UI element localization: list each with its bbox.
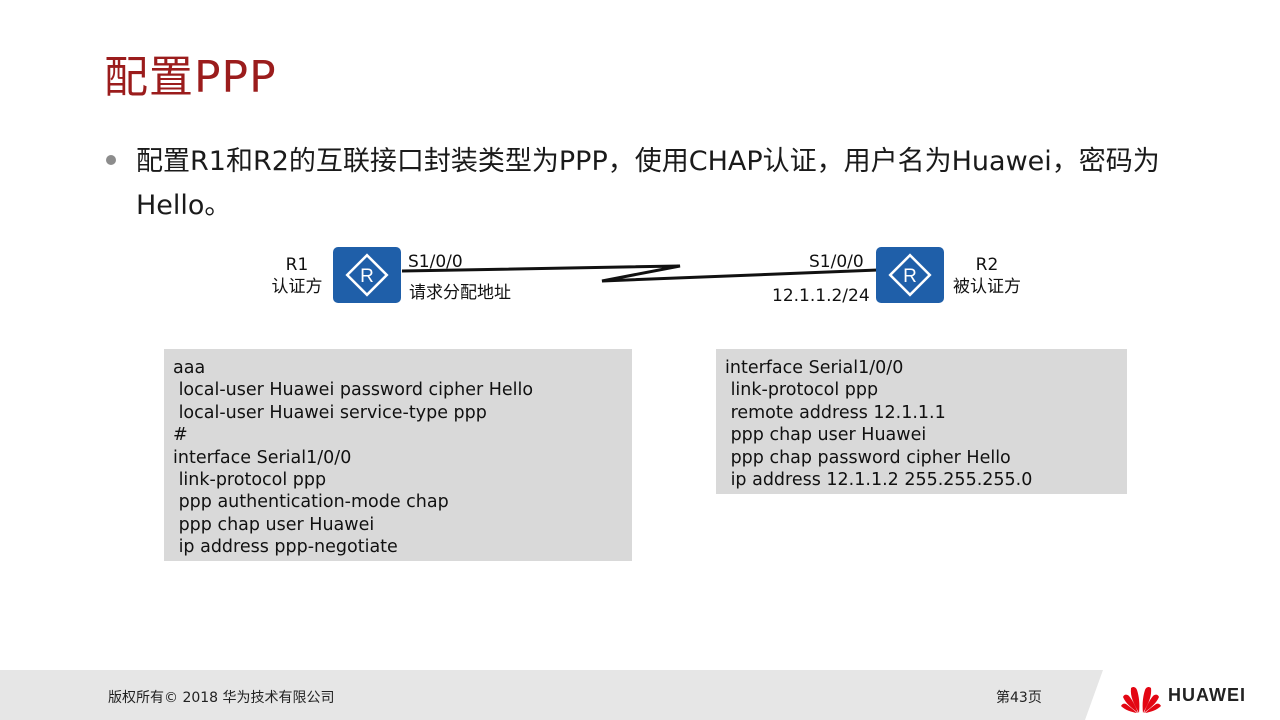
- r1-note: 请求分配地址: [409, 283, 511, 303]
- r1-interface: S1/0/0: [408, 252, 463, 272]
- r2-name: R2: [975, 255, 999, 275]
- router-r2-icon: R: [876, 247, 944, 303]
- r2-ip: 12.1.1.2/24: [772, 286, 870, 306]
- svg-text:R: R: [360, 266, 374, 287]
- config-line: ppp authentication-mode chap: [173, 492, 449, 513]
- huawei-logo-icon: [1121, 686, 1161, 713]
- config-line: ppp chap password cipher Hello: [725, 447, 1011, 468]
- copyright-text: 版权所有© 2018 华为技术有限公司: [108, 690, 335, 706]
- r2-interface: S1/0/0: [809, 252, 864, 272]
- page-number: 第43页: [996, 690, 1042, 706]
- router-r1-icon: R: [333, 247, 401, 303]
- config-line: interface Serial1/0/0: [173, 447, 352, 468]
- config-line: aaa: [173, 358, 206, 378]
- slide-title: 配置PPP: [104, 52, 277, 103]
- r1-role: 认证方: [271, 277, 323, 297]
- svg-text:R: R: [903, 266, 917, 287]
- bullet-dot-icon: [106, 155, 116, 165]
- config-line: local-user Huawei service-type ppp: [173, 402, 487, 423]
- config-line: link-protocol ppp: [173, 470, 327, 491]
- r1-name: R1: [285, 255, 309, 275]
- bullet-item: 配置R1和R2的互联接口封装类型为PPP，使用CHAP认证，用户名为Huawei…: [106, 140, 1216, 228]
- footer-logo-area: [1085, 670, 1280, 720]
- r2-role: 被认证方: [953, 277, 1021, 297]
- config-line: ip address ppp-negotiate: [173, 537, 398, 558]
- config-line: remote address 12.1.1.1: [725, 402, 946, 423]
- footer-bar: [0, 670, 1280, 720]
- bullet-text: 配置R1和R2的互联接口封装类型为PPP，使用CHAP认证，用户名为Huawei…: [136, 146, 1160, 221]
- config-line: #: [173, 425, 188, 446]
- config-box-r2: interface Serial1/0/0 link-protocol ppp …: [716, 349, 1127, 494]
- config-line: interface Serial1/0/0: [725, 358, 904, 378]
- config-line: ip address 12.1.1.2 255.255.255.0: [725, 470, 1033, 491]
- config-line: local-user Huawei password cipher Hello: [173, 380, 534, 401]
- config-line: link-protocol ppp: [725, 380, 879, 401]
- brand-name: HUAWEI: [1168, 685, 1246, 705]
- config-line: ppp chap user Huawei: [173, 514, 375, 535]
- config-line: ppp chap user Huawei: [725, 425, 927, 446]
- config-box-r1: aaa local-user Huawei password cipher He…: [164, 349, 632, 561]
